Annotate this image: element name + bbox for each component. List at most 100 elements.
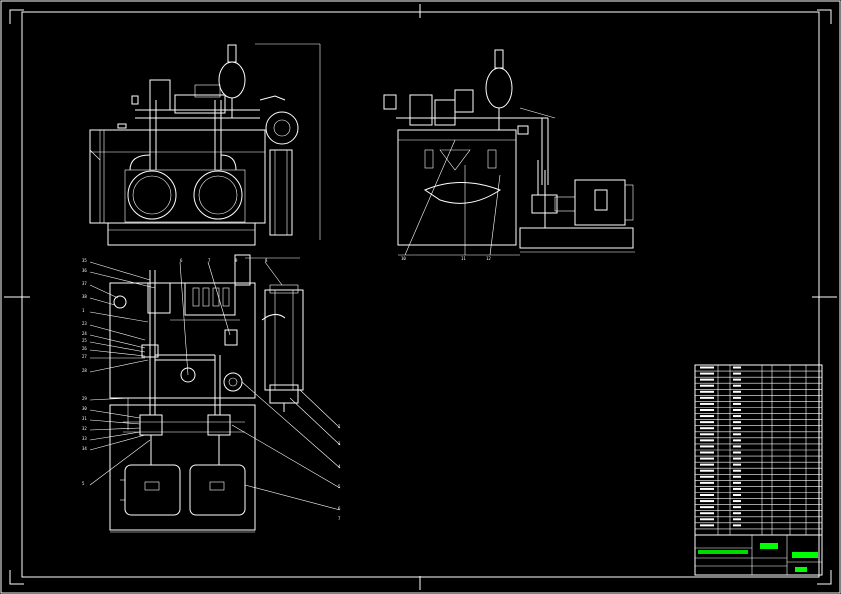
callout-number: 2: [338, 424, 341, 429]
callout-numbers-side: 10 11 12: [401, 256, 491, 261]
parts-row-text: [733, 439, 741, 442]
parts-row-text: [700, 518, 714, 521]
callout-leaders-right: [231, 381, 341, 511]
parts-row-text: [700, 421, 714, 424]
callout-number: 38: [82, 294, 87, 299]
callout-number: 7: [208, 258, 211, 263]
callout-number: 12: [486, 256, 491, 261]
parts-row-text: [700, 415, 714, 418]
parts-row-text: [733, 469, 741, 472]
callout-number: 9: [235, 258, 238, 263]
parts-row-text: [700, 494, 714, 496]
parts-row-text: [700, 372, 714, 375]
parts-row-text: [700, 433, 714, 436]
callout-number: 37: [82, 281, 87, 286]
parts-row-text: [733, 451, 741, 454]
callout-number: 28: [82, 368, 87, 373]
callout-number: 35: [82, 258, 87, 263]
parts-row-text: [733, 396, 741, 399]
callout-number: 6: [180, 258, 183, 263]
callout-number: 6: [338, 506, 341, 511]
callout-number: 7: [338, 516, 341, 521]
top-view: [109, 254, 304, 533]
parts-list-rows: [695, 366, 822, 530]
parts-row-text: [733, 415, 741, 418]
callout-number: 30: [82, 406, 87, 411]
parts-row-text: [733, 378, 741, 381]
callout-number: 24: [82, 331, 87, 336]
parts-row-text: [733, 427, 741, 430]
parts-row-text: [700, 402, 714, 405]
parts-row-text: [700, 463, 714, 466]
parts-row-text: [733, 487, 741, 490]
parts-row-text: [700, 475, 714, 478]
parts-row-text: [700, 445, 714, 448]
callout-numbers-left: 35 36 37 38 1 23 24 25 26 27 28 29 30 31 32 33 34 5 6 7 8 9: [82, 258, 268, 486]
parts-row-text: [733, 494, 741, 496]
parts-row-text: [733, 481, 741, 484]
title-mark-1: [760, 543, 778, 549]
parts-row-text: [700, 384, 714, 387]
callout-number: 8: [265, 258, 268, 263]
callout-leaders-left: [89, 261, 283, 486]
callout-number: 33: [82, 436, 87, 441]
parts-row-text: [733, 366, 741, 369]
parts-row-text: [700, 500, 714, 503]
callout-number: 29: [82, 396, 87, 401]
callout-number: 31: [82, 416, 87, 421]
parts-row-text: [733, 457, 741, 460]
callout-number: 36: [82, 268, 87, 273]
title-block: [694, 364, 823, 576]
parts-row-text: [733, 463, 741, 466]
parts-row-text: [733, 390, 741, 393]
parts-row-text: [733, 384, 741, 387]
callout-number: 10: [401, 256, 406, 261]
parts-row-text: [733, 500, 741, 503]
parts-row-text: [733, 421, 741, 424]
parts-row-text: [700, 457, 714, 460]
callout-number: 32: [82, 426, 87, 431]
callout-number: 5: [82, 481, 85, 486]
parts-row-text: [700, 396, 714, 399]
title-mark-2: [792, 552, 818, 558]
title-mark-4: [698, 550, 748, 554]
parts-row-text: [700, 439, 714, 442]
parts-row-text: [733, 409, 741, 411]
parts-row-text: [733, 433, 741, 436]
callout-number: 5: [338, 484, 341, 489]
callout-number: 23: [82, 321, 87, 326]
callout-number: 4: [338, 464, 341, 469]
parts-row-text: [700, 427, 714, 430]
parts-row-text: [700, 487, 714, 490]
callout-number: 11: [461, 256, 466, 261]
parts-row-text: [700, 409, 714, 411]
parts-row-text: [733, 402, 741, 405]
callout-number: 27: [82, 354, 87, 359]
callout-number: 3: [338, 441, 341, 446]
parts-row-text: [700, 469, 714, 472]
parts-row-text: [733, 524, 741, 527]
parts-row-text: [700, 366, 714, 369]
parts-row-text: [733, 445, 741, 448]
side-view: [383, 49, 635, 256]
callout-number: 26: [82, 346, 87, 351]
callout-number: 1: [82, 308, 85, 313]
parts-row-text: [700, 378, 714, 381]
parts-row-text: [700, 481, 714, 484]
title-mark-3: [795, 567, 807, 572]
front-view: [89, 43, 321, 246]
callout-number: 34: [82, 446, 87, 451]
callout-number: 25: [82, 338, 87, 343]
parts-row-text: [700, 524, 714, 527]
parts-row-text: [733, 372, 741, 375]
parts-row-text: [700, 390, 714, 393]
parts-row-text: [700, 512, 714, 515]
callout-numbers-right: 2 3 4 5 6 7: [338, 424, 341, 521]
parts-row-text: [733, 512, 741, 515]
parts-row-text: [733, 506, 741, 509]
parts-row-text: [700, 451, 714, 454]
parts-row-text: [733, 518, 741, 521]
